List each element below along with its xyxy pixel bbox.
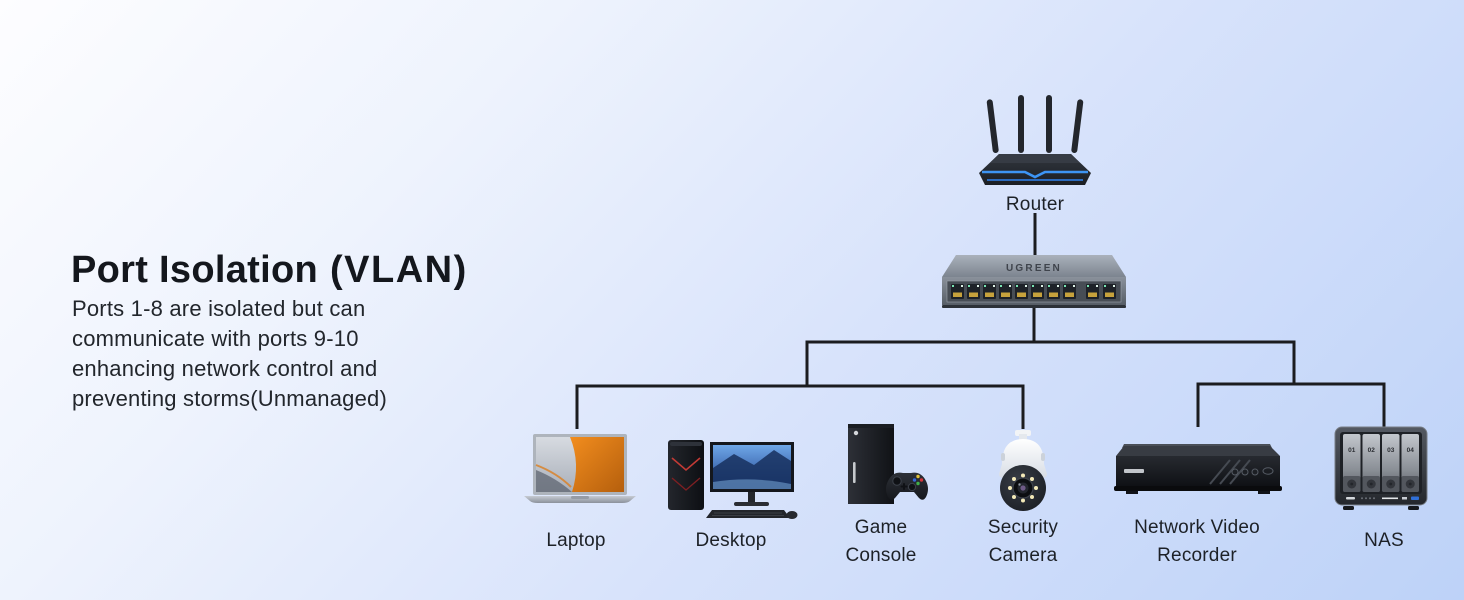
device-label-nvr: Network Video Recorder [1134,517,1260,566]
switch-brand-text: UGREEN [1006,263,1062,274]
page-title: Port Isolation (VLAN) [71,249,468,292]
device-label-nas: NAS [1364,530,1404,551]
laptop-icon [524,434,636,503]
desktop-icon [668,440,798,519]
switch-icon: UGREEN [942,255,1126,308]
device-router [973,93,1097,198]
page-description: Ports 1-8 are isolated but can communica… [72,296,387,411]
device-desktop [664,434,798,527]
nvr-icon [1114,444,1282,494]
nas-bays: 01 02 03 04 [1343,434,1419,492]
device-switch: UGREEN [940,253,1128,315]
nas-icon: 01 02 03 04 [1334,426,1428,510]
device-nvr [1114,444,1282,499]
svg-text:01: 01 [1348,447,1356,454]
svg-text:04: 04 [1407,447,1415,454]
svg-text:02: 02 [1368,447,1376,454]
game-console-icon [848,424,928,504]
device-label-security-camera: Security Camera [987,517,1059,566]
page-title-main: Port Isolation [71,249,318,292]
connector-right-branch [1196,382,1386,429]
device-laptop [524,434,636,511]
device-label-game-console: Game Console [845,517,917,566]
svg-text:03: 03 [1387,447,1395,454]
switch-ports [951,284,1116,299]
device-nas: 01 02 03 04 [1334,426,1428,519]
page-title-vlan: (VLAN) [330,249,468,292]
device-label-laptop: Laptop [546,530,606,551]
router-label: Router [1005,194,1065,215]
device-label-desktop: Desktop [695,530,767,551]
device-security-camera [988,430,1058,519]
connector-left-branch [575,384,1025,429]
security-camera-icon [999,430,1047,511]
router-icon [979,95,1091,185]
connector-level1-bar [805,340,1296,386]
device-game-console [838,424,930,517]
